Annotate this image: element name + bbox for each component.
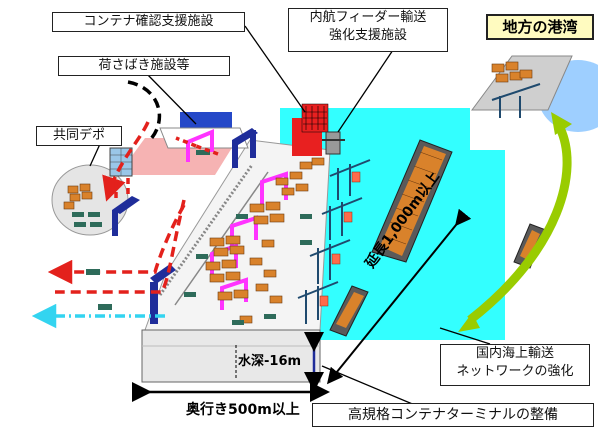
domestic-network-line1: 国内海上輸送: [475, 346, 554, 361]
terminal-title-label: 高規格コンテナターミナルの整備: [312, 403, 594, 427]
feeder-support-line1: 内航フィーダー輸送: [309, 10, 427, 25]
regional-port-pier: [471, 55, 573, 111]
feeder-support-label: 内航フィーダー輸送 強化支援施設: [288, 8, 448, 52]
regional-port-containers: [491, 61, 533, 83]
truck-flow-arrows: [31, 80, 219, 329]
domestic-network-line2: ネットワークの強化: [456, 364, 574, 379]
feeder-support-line2: 強化支援施設: [328, 28, 407, 43]
container-check-building: [292, 103, 329, 156]
depot-containers: [63, 183, 93, 210]
gate-upper: [232, 128, 258, 168]
container-check-label: コンテナ確認支援施設: [52, 12, 245, 32]
depot-trucks: [72, 212, 102, 227]
yard-trucks: [184, 150, 312, 325]
joint-depot-label: 共同デポ: [36, 126, 122, 146]
quay-length-arrow: [326, 208, 472, 385]
yard-containers: [205, 157, 325, 324]
cargo-facility-label: 荷さばき施設等: [58, 56, 230, 76]
gate-depot: [112, 196, 140, 236]
yard-fence: [158, 164, 254, 296]
feeder-support-facility: [322, 131, 345, 155]
domestic-network-label: 国内海上輸送 ネットワークの強化: [440, 344, 590, 386]
yard-depth-label: 奥行き500m以上: [186, 402, 300, 418]
water-depth-label: 水深-16m: [238, 354, 302, 369]
cargo-handling-building: [159, 112, 249, 149]
regional-port-crane: [491, 83, 541, 118]
regional-port-label: 地方の港湾: [486, 14, 594, 40]
road-trucks: [86, 269, 112, 310]
